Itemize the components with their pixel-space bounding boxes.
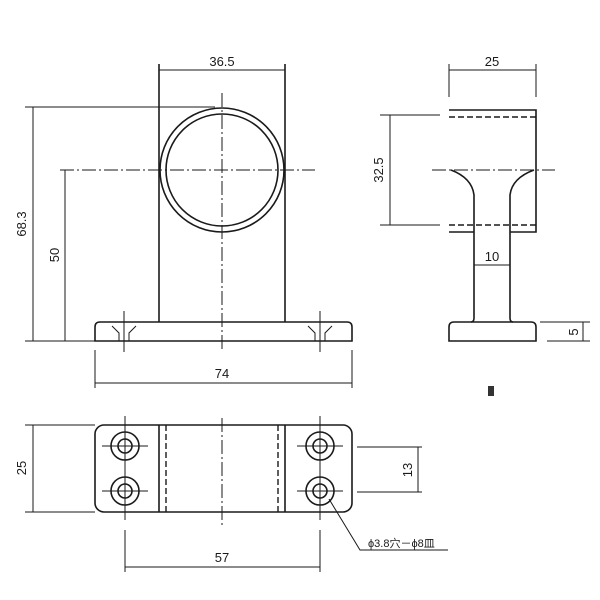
front-base (94, 321, 353, 342)
dim-plan-depth: 25 (14, 461, 29, 475)
dim-side-width: 25 (485, 54, 499, 69)
hole-note: ϕ3.8穴－ϕ8皿 (368, 536, 435, 550)
dim-stem: 10 (485, 249, 499, 264)
dim-center-height: 50 (47, 248, 62, 262)
dim-hole-pitch-y: 13 (400, 463, 415, 477)
dim-base-thickness: 5 (566, 328, 581, 335)
dim-front-width: 36.5 (209, 54, 234, 69)
dim-side-height: 32.5 (371, 157, 386, 182)
side-view: 25 32.5 10 5 (371, 54, 590, 396)
front-view: 36.5 68.3 50 74 (14, 54, 353, 388)
dim-hole-pitch-x: 57 (215, 550, 229, 565)
plan-base (94, 424, 353, 513)
dim-base-width: 74 (215, 366, 229, 381)
plan-view: 25 13 57 ϕ3.8穴－ϕ8皿 (14, 416, 448, 572)
mounting-holes (102, 416, 343, 520)
note-mark (488, 386, 494, 396)
hole-leader-line (328, 498, 448, 551)
dim-front-height: 68.3 (14, 211, 29, 236)
